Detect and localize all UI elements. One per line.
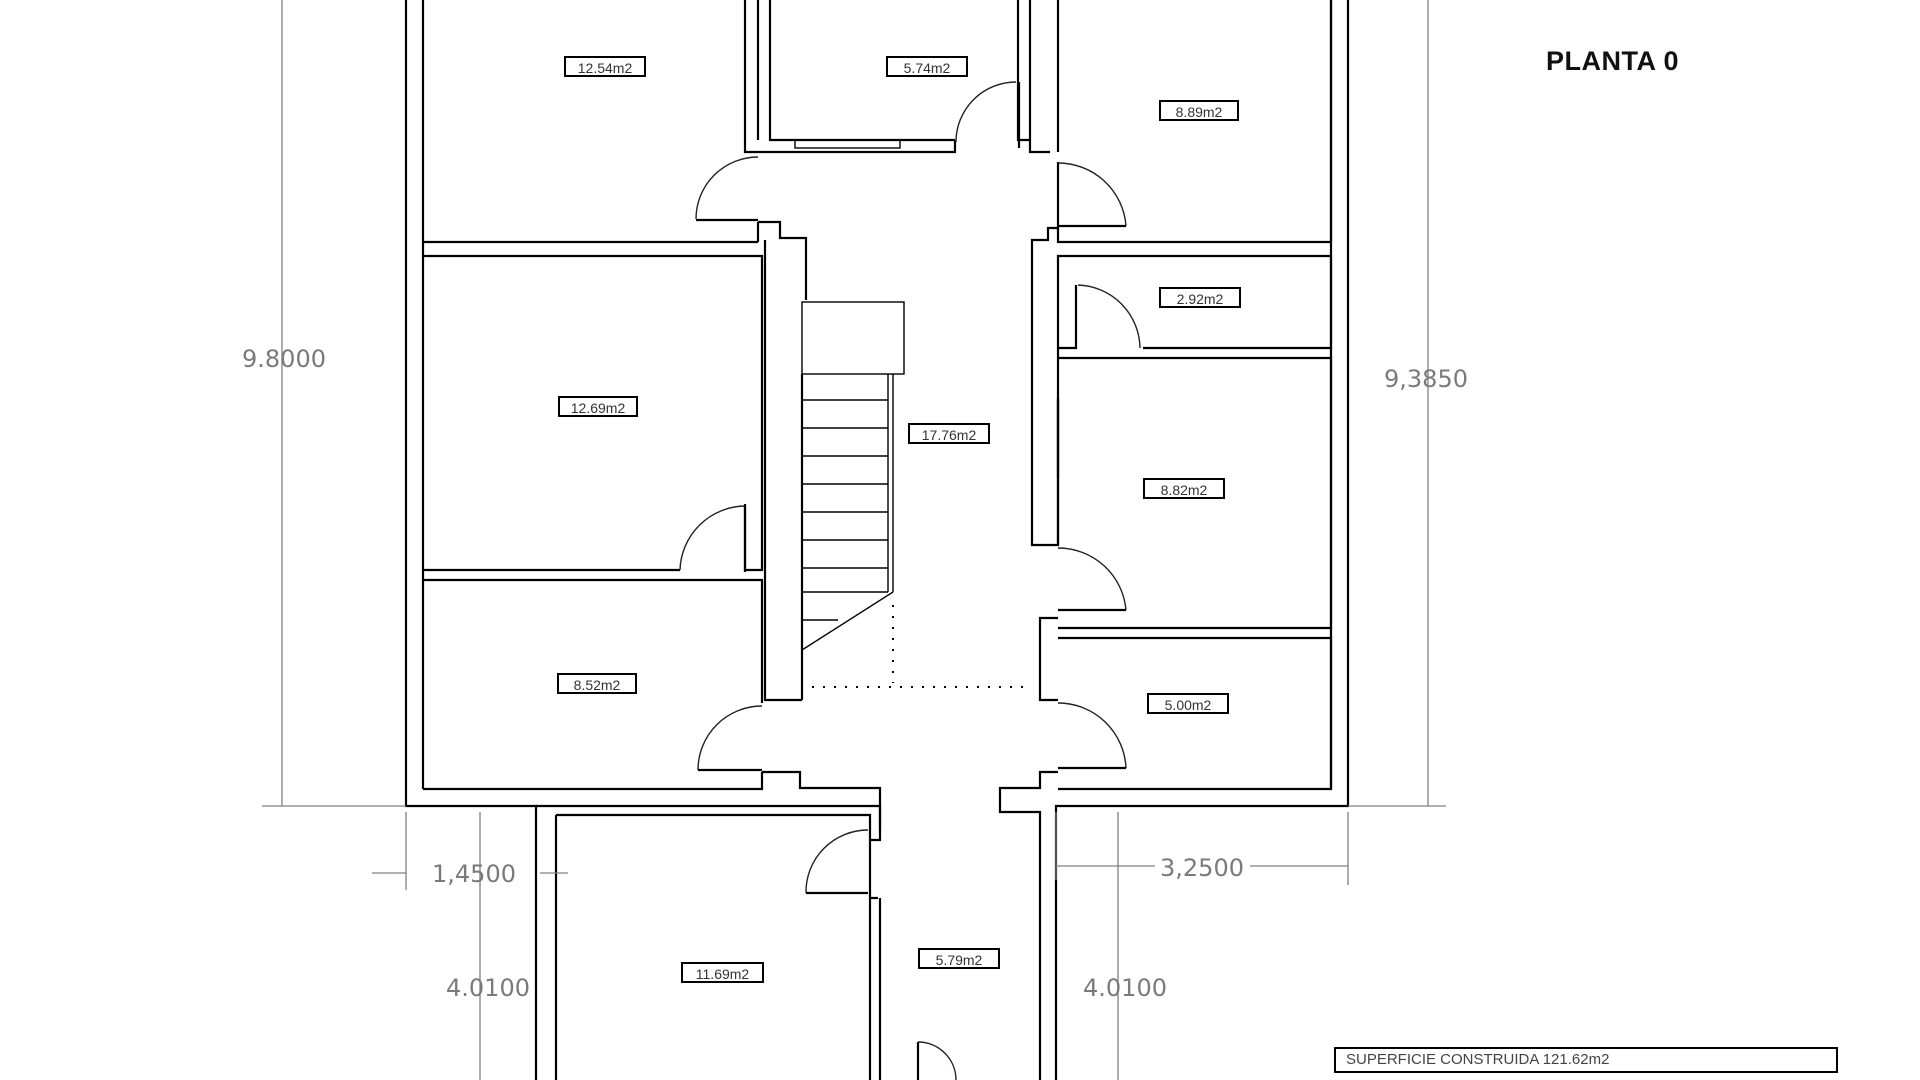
dimension-bottom-right-height: 4.0100 (1083, 974, 1167, 1002)
room-mid-left-walls (423, 254, 764, 703)
total-built-area-label: SUPERFICIE CONSTRUIDA 121.62m2 (1334, 1047, 1838, 1073)
dimension-bottom-right-width: 3,2500 (1160, 854, 1244, 882)
dimension-bottom-left-width: 1,4500 (432, 860, 516, 888)
dimension-right-height: 9,3850 (1384, 365, 1468, 393)
central-hall-walls (758, 220, 1026, 702)
lower-corridor-walls (554, 813, 957, 1080)
room-area-label: 17.76m2 (908, 423, 990, 444)
room-area-label: 5.79m2 (918, 948, 1000, 969)
hall-top-doors (695, 156, 1127, 228)
dimension-bottom-left-height: 4.0100 (446, 974, 530, 1002)
room-top-left-walls (423, 0, 760, 244)
room-top-center-walls (760, 0, 1050, 154)
plan-title: PLANTA 0 (1546, 46, 1680, 76)
right-side-walls (998, 226, 1333, 1080)
room-area-label: 5.00m2 (1147, 693, 1229, 714)
dimension-lines (262, 0, 1446, 1080)
room-lower-left-walls (423, 705, 882, 842)
room-area-label: 8.82m2 (1143, 478, 1225, 499)
room-area-label: 5.74m2 (886, 56, 968, 77)
room-area-label: 12.54m2 (564, 56, 646, 77)
room-area-label: 2.92m2 (1159, 287, 1241, 308)
room-area-label: 11.69m2 (681, 962, 764, 983)
room-area-label: 8.89m2 (1159, 100, 1239, 121)
staircase (801, 374, 894, 651)
room-area-label: 8.52m2 (557, 673, 637, 694)
room-area-label: 12.69m2 (558, 396, 638, 417)
room-top-right-walls (1056, 0, 1333, 244)
dimension-left-height: 9.8000 (242, 345, 326, 373)
